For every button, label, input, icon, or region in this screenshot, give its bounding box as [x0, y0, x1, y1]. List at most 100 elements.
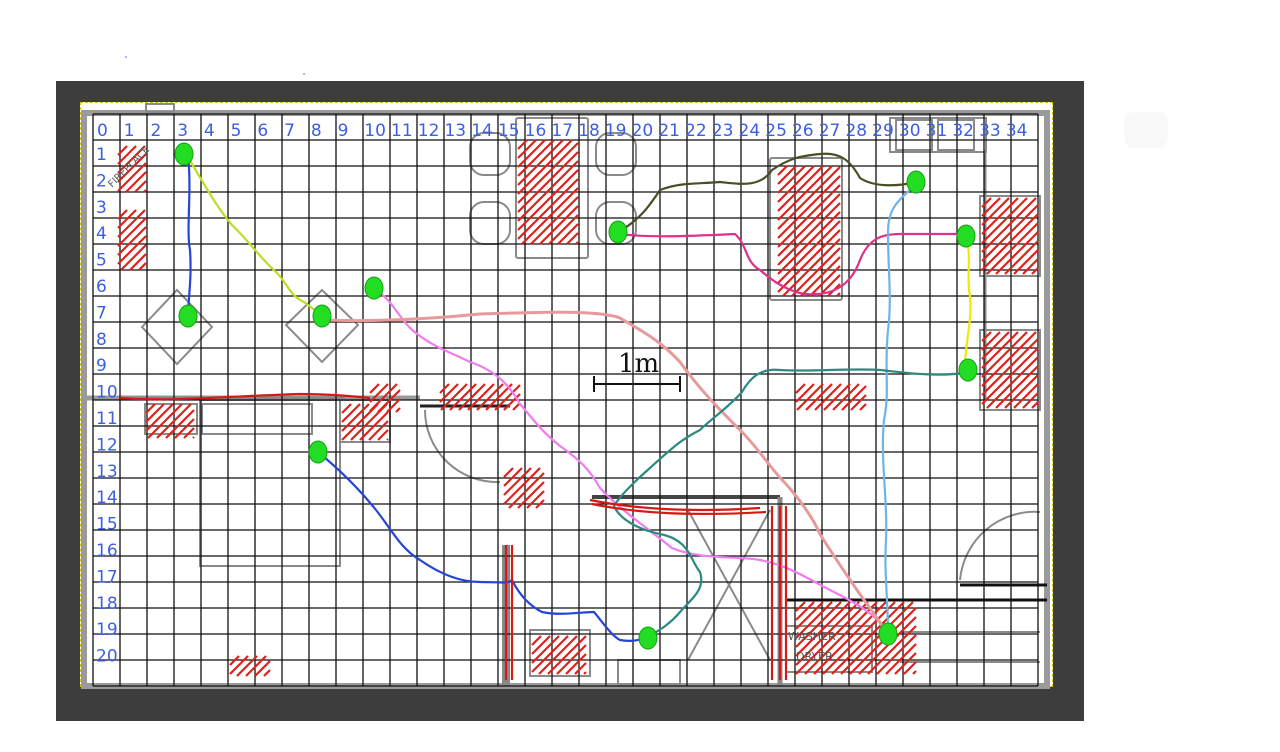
- column-label: 31: [926, 121, 948, 141]
- hatch-stroke: [503, 467, 523, 487]
- hatch-stroke: [377, 389, 401, 413]
- hatch-stroke: [986, 356, 1039, 409]
- hatch-stroke: [517, 139, 528, 150]
- hatch-stroke: [981, 331, 1010, 360]
- hatch-stroke: [531, 635, 542, 646]
- node-marker: [608, 220, 628, 244]
- column-label: 5: [231, 121, 242, 141]
- obstacles: [117, 139, 1039, 677]
- hatch-stroke: [867, 625, 917, 675]
- column-label: 33: [979, 121, 1001, 141]
- hatch-stroke: [981, 331, 1037, 387]
- node-marker: [956, 224, 976, 248]
- hatch-stroke: [129, 253, 147, 271]
- hatch-stroke: [192, 436, 195, 439]
- hatch-stroke: [517, 151, 579, 213]
- hatch-stroke: [341, 403, 361, 423]
- hatch-stroke: [341, 403, 370, 432]
- route-blue-bedroom: [316, 450, 648, 642]
- hatch-stroke: [440, 383, 468, 411]
- hatch-stroke: [503, 467, 541, 505]
- hatch-stroke: [777, 165, 797, 185]
- route-teal: [612, 368, 970, 640]
- hatch-stroke: [574, 662, 587, 675]
- hatch-stroke: [777, 165, 824, 212]
- hatch-stroke: [547, 635, 587, 675]
- hatch-stroke: [1031, 401, 1039, 409]
- column-label: 15: [498, 121, 520, 141]
- hatch-stroke: [782, 238, 841, 297]
- hatch-stroke: [795, 383, 815, 403]
- hatch-stroke: [147, 403, 183, 439]
- column-label: 9: [338, 121, 349, 141]
- hatch-stroke: [777, 166, 841, 230]
- hatch-stroke: [912, 670, 917, 675]
- hatch-stroke: [531, 635, 569, 673]
- hatch-stroke: [117, 162, 147, 192]
- hatch-stroke: [145, 403, 156, 414]
- hatch-stroke: [117, 153, 147, 183]
- stray-mark: [303, 73, 305, 75]
- hatch-stroke: [134, 180, 147, 193]
- hatch-stroke: [517, 142, 579, 204]
- hatch-stroke: [531, 635, 560, 664]
- column-label: 30: [899, 121, 921, 141]
- column-label: 25: [765, 121, 787, 141]
- node-marker: [178, 304, 198, 328]
- hatch-stroke: [245, 655, 267, 677]
- column-label: 21: [658, 121, 680, 141]
- hatch-stroke: [386, 398, 401, 413]
- ghost-toolbar-button[interactable]: [1124, 112, 1168, 148]
- hatch-stroke: [145, 403, 174, 432]
- column-label: 11: [391, 121, 413, 141]
- hatch-stroke: [795, 601, 824, 630]
- hatch-stroke: [850, 394, 867, 411]
- hatch-stroke: [777, 229, 841, 293]
- column-label: 23: [712, 121, 734, 141]
- hatch-stroke: [120, 244, 147, 271]
- column-label: 22: [685, 121, 707, 141]
- hatch-stroke: [791, 247, 841, 297]
- hatch-stroke: [777, 165, 788, 176]
- hatch-stroke: [1013, 383, 1039, 409]
- hatch-stroke: [539, 205, 579, 245]
- hatch-stroke: [117, 209, 146, 238]
- hatch-stroke: [548, 214, 579, 245]
- hatch-stroke: [557, 223, 579, 245]
- hatch-stroke: [156, 403, 192, 439]
- scale-bar: [593, 376, 681, 392]
- hatch-stroke: [369, 383, 398, 412]
- node-marker: [312, 304, 332, 328]
- hatch-stroke: [183, 427, 195, 439]
- hatch-stroke: [517, 139, 537, 159]
- hatch-stroke: [236, 655, 258, 677]
- hatch-stroke: [531, 635, 551, 655]
- route-violet: [372, 286, 890, 634]
- row-label: 9: [96, 356, 107, 376]
- column-label: 32: [952, 121, 974, 141]
- hatch-stroke: [125, 171, 147, 193]
- hatch-stroke: [777, 165, 833, 221]
- stray-mark: [125, 56, 127, 58]
- hatch-stroke: [795, 601, 806, 612]
- hatch-stroke: [369, 383, 380, 394]
- hatch-stroke: [876, 634, 917, 675]
- column-label: 12: [418, 121, 440, 141]
- hatch-stroke: [840, 601, 914, 675]
- hatch-stroke: [981, 204, 1039, 262]
- hatch-stroke: [1013, 249, 1039, 275]
- row-label: 16: [96, 541, 118, 561]
- hatch-stroke: [517, 139, 573, 195]
- hatch-stroke: [368, 420, 389, 441]
- hatch-stroke: [538, 635, 578, 675]
- column-label: 6: [257, 121, 268, 141]
- hatch-stroke: [117, 209, 128, 220]
- hatch-stroke: [981, 338, 1039, 396]
- row-label: 15: [96, 515, 118, 535]
- column-label: 16: [525, 121, 547, 141]
- node-marker: [878, 622, 898, 646]
- hatch-stroke: [117, 145, 146, 174]
- hatch-stroke: [485, 383, 513, 411]
- hatch-stroke: [395, 407, 401, 413]
